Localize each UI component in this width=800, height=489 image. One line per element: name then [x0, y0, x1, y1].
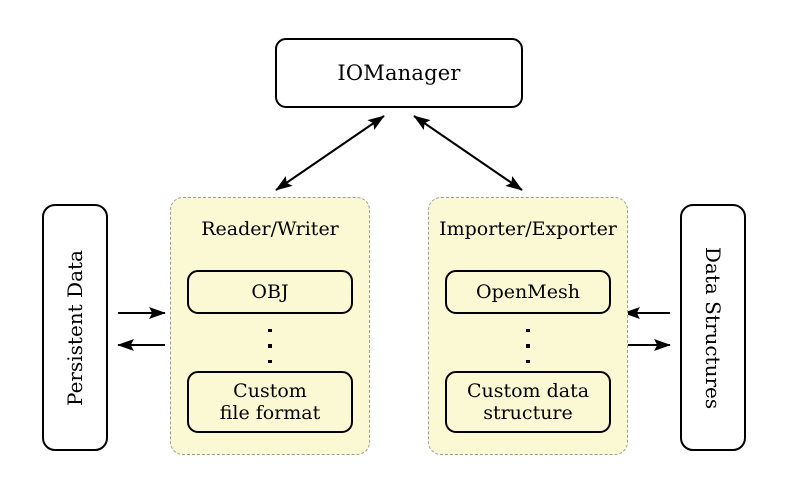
- item-custom-file-format-line2: file format: [219, 402, 321, 424]
- item-custom-file-format[interactable]: Custom file format: [187, 371, 353, 433]
- item-custom-data-structure-line1: Custom data: [466, 379, 590, 402]
- item-custom-data-structure-line2: structure: [483, 402, 573, 424]
- item-custom-file-format-line1: Custom: [233, 379, 307, 402]
- item-obj[interactable]: OBJ: [187, 270, 353, 314]
- group-reader-writer[interactable]: Reader/Writer OBJ Custom file format: [170, 197, 370, 455]
- ellipsis-reader-writer: [171, 329, 369, 363]
- group-reader-writer-title: Reader/Writer: [201, 218, 339, 240]
- node-io-manager[interactable]: IOManager: [275, 38, 523, 108]
- item-obj-label: OBJ: [251, 280, 289, 303]
- item-openmesh[interactable]: OpenMesh: [445, 270, 611, 314]
- item-custom-data-structure-label: Custom data structure: [467, 380, 589, 425]
- arrow-manager-readerwriter: [275, 115, 385, 191]
- item-openmesh-label: OpenMesh: [476, 280, 580, 303]
- node-persistent-data[interactable]: Persistent Data: [42, 204, 108, 451]
- arrow-manager-importerexporter: [413, 115, 523, 191]
- item-custom-data-structure[interactable]: Custom data structure: [445, 371, 611, 433]
- group-importer-exporter-title: Importer/Exporter: [439, 218, 617, 240]
- persistent-data-label: Persistent Data: [63, 249, 88, 406]
- ellipsis-importer-exporter: [429, 329, 627, 363]
- node-data-structures[interactable]: Data Structures: [680, 204, 746, 451]
- io-manager-label: IOManager: [337, 61, 461, 85]
- item-custom-file-format-label: Custom file format: [220, 380, 321, 425]
- group-importer-exporter[interactable]: Importer/Exporter OpenMesh Custom data s…: [428, 197, 628, 455]
- data-structures-label: Data Structures: [701, 246, 725, 409]
